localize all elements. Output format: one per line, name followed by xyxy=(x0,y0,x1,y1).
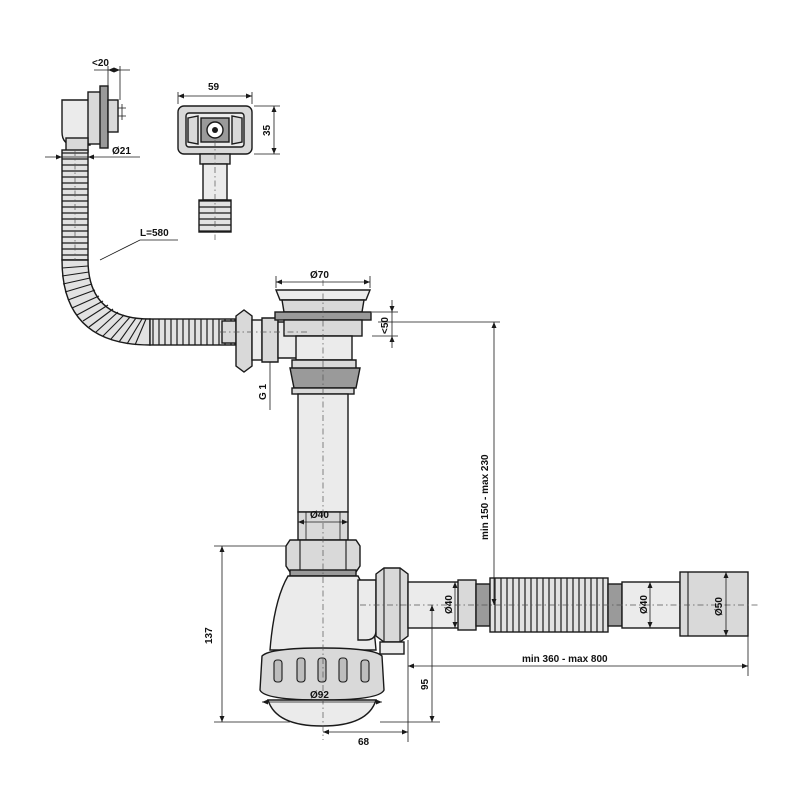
label-outlet-end-diameter: Ø50 xyxy=(714,597,725,616)
label-overflow-cover-height: 35 xyxy=(262,124,273,136)
label-outlet-pipe-diameter-1: Ø40 xyxy=(444,595,455,614)
label-overflow-cover-width: 59 xyxy=(208,82,220,93)
outlet-pipe xyxy=(407,571,749,637)
overflow-fitting xyxy=(61,85,126,153)
label-drop-range: min 150 - max 230 xyxy=(480,454,491,540)
label-hose-length: L=580 xyxy=(140,228,169,239)
label-outlet-pipe-diameter-2: Ø40 xyxy=(639,595,650,614)
trap-nut xyxy=(285,539,361,577)
label-overflow-pipe-diameter: Ø21 xyxy=(112,146,131,157)
label-overflow-depth: <20 xyxy=(92,58,109,69)
label-drain-grid-diameter: Ø70 xyxy=(310,270,329,281)
dimension-lines xyxy=(45,66,749,742)
label-trap-height: 137 xyxy=(204,627,215,644)
center-lines xyxy=(74,140,760,740)
label-overflow-thread: G 1 xyxy=(258,383,269,400)
overflow-hose xyxy=(61,149,236,346)
label-trap-offset: 68 xyxy=(358,737,370,748)
label-trap-diameter: Ø92 xyxy=(310,690,329,701)
label-outlet-height: 95 xyxy=(420,678,431,690)
dimension-labels: <20 Ø21 L=580 59 35 Ø70 <50 G 1 Ø40 137 … xyxy=(92,58,725,748)
label-vertical-pipe-diameter: Ø40 xyxy=(310,510,329,521)
drain-body xyxy=(289,335,361,395)
label-outlet-span: min 360 - max 800 xyxy=(522,654,608,665)
label-drain-neck-height: <50 xyxy=(380,317,391,334)
